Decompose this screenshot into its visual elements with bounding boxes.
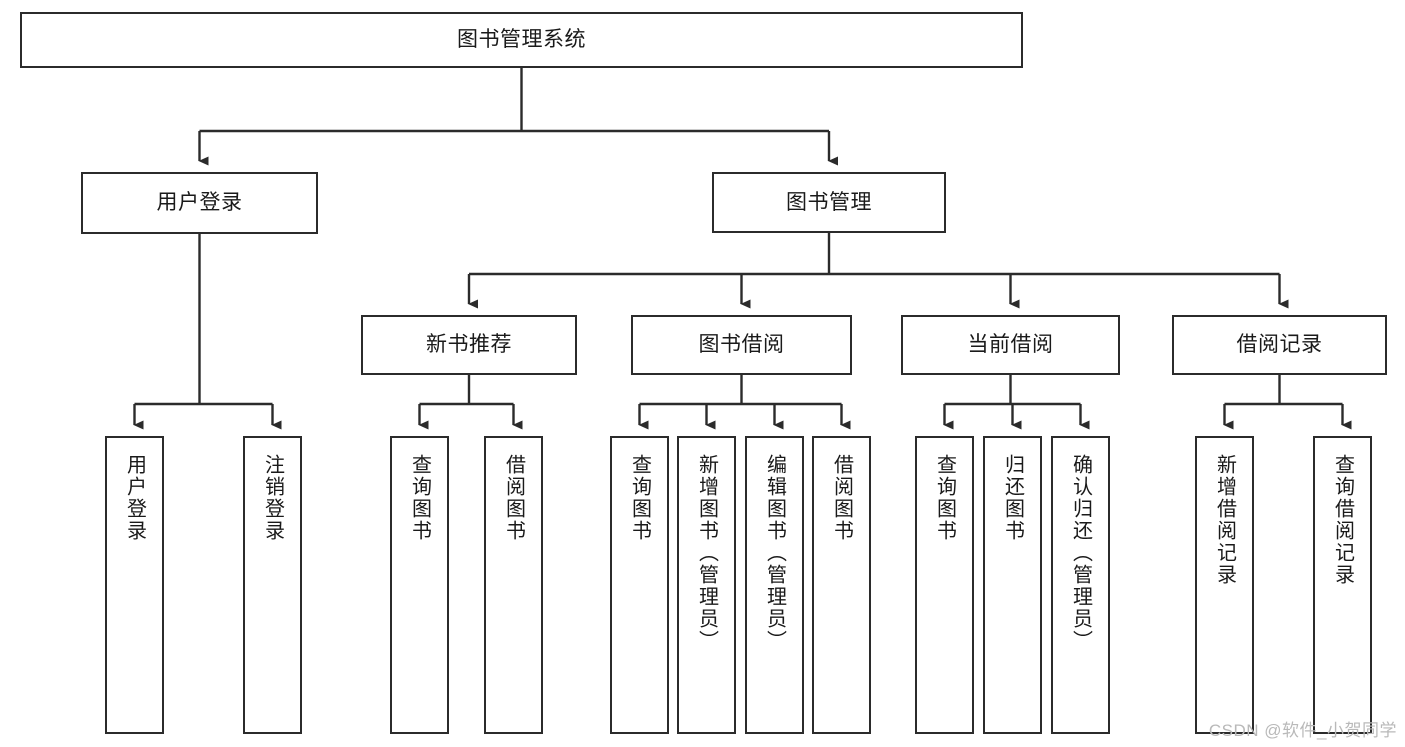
node-label: 当前借阅 xyxy=(967,333,1054,357)
node-leaf-add-book[interactable]: 新增图书（管理员） xyxy=(677,436,736,734)
node-leaf-borrow-book[interactable]: 借阅图书 xyxy=(812,436,871,734)
node-leaf-query-book-current[interactable]: 查询图书 xyxy=(915,436,974,734)
node-leaf-add-record[interactable]: 新增借阅记录 xyxy=(1195,436,1254,734)
node-current-borrow[interactable]: 当前借阅 xyxy=(901,315,1120,375)
node-label: 用户登录 xyxy=(156,191,243,215)
node-leaf-query-book-borrow[interactable]: 查询图书 xyxy=(610,436,669,734)
node-label: 借阅记录 xyxy=(1236,333,1323,357)
node-label: 查询图书 xyxy=(628,454,651,542)
node-root[interactable]: 图书管理系统 xyxy=(20,12,1023,68)
node-label: 借阅图书 xyxy=(830,454,853,542)
node-label: 查询图书 xyxy=(408,454,431,542)
node-leaf-query-record[interactable]: 查询借阅记录 xyxy=(1313,436,1372,734)
node-leaf-borrow-book-rec[interactable]: 借阅图书 xyxy=(484,436,543,734)
node-leaf-logout[interactable]: 注销登录 xyxy=(243,436,302,734)
node-new-book-recommend[interactable]: 新书推荐 xyxy=(361,315,577,375)
node-label: 归还图书 xyxy=(1001,454,1024,542)
node-label: 图书借阅 xyxy=(698,333,785,357)
node-label: 图书管理 xyxy=(786,190,872,214)
node-label: 新增图书（管理员） xyxy=(695,454,718,652)
node-label: 借阅图书 xyxy=(502,454,525,542)
node-label: 图书管理系统 xyxy=(457,28,586,52)
watermark-text: CSDN @软件_小贺同学 xyxy=(1208,721,1397,740)
node-book-manage[interactable]: 图书管理 xyxy=(712,172,946,233)
node-label: 新书推荐 xyxy=(426,333,512,357)
node-label: 查询借阅记录 xyxy=(1331,454,1354,586)
node-label: 确认归还（管理员） xyxy=(1069,454,1092,652)
node-label: 新增借阅记录 xyxy=(1213,454,1236,586)
node-leaf-return-book[interactable]: 归还图书 xyxy=(983,436,1042,734)
node-label: 注销登录 xyxy=(261,454,284,542)
node-label: 查询图书 xyxy=(933,454,956,542)
node-leaf-confirm-return[interactable]: 确认归还（管理员） xyxy=(1051,436,1110,734)
node-leaf-user-login[interactable]: 用户登录 xyxy=(105,436,164,734)
node-label: 编辑图书（管理员） xyxy=(763,454,786,652)
node-leaf-edit-book[interactable]: 编辑图书（管理员） xyxy=(745,436,804,734)
node-label: 用户登录 xyxy=(123,454,146,542)
node-user-login[interactable]: 用户登录 xyxy=(81,172,318,234)
node-borrow-record[interactable]: 借阅记录 xyxy=(1172,315,1387,375)
node-leaf-query-book-rec[interactable]: 查询图书 xyxy=(390,436,449,734)
node-book-borrow[interactable]: 图书借阅 xyxy=(631,315,852,375)
